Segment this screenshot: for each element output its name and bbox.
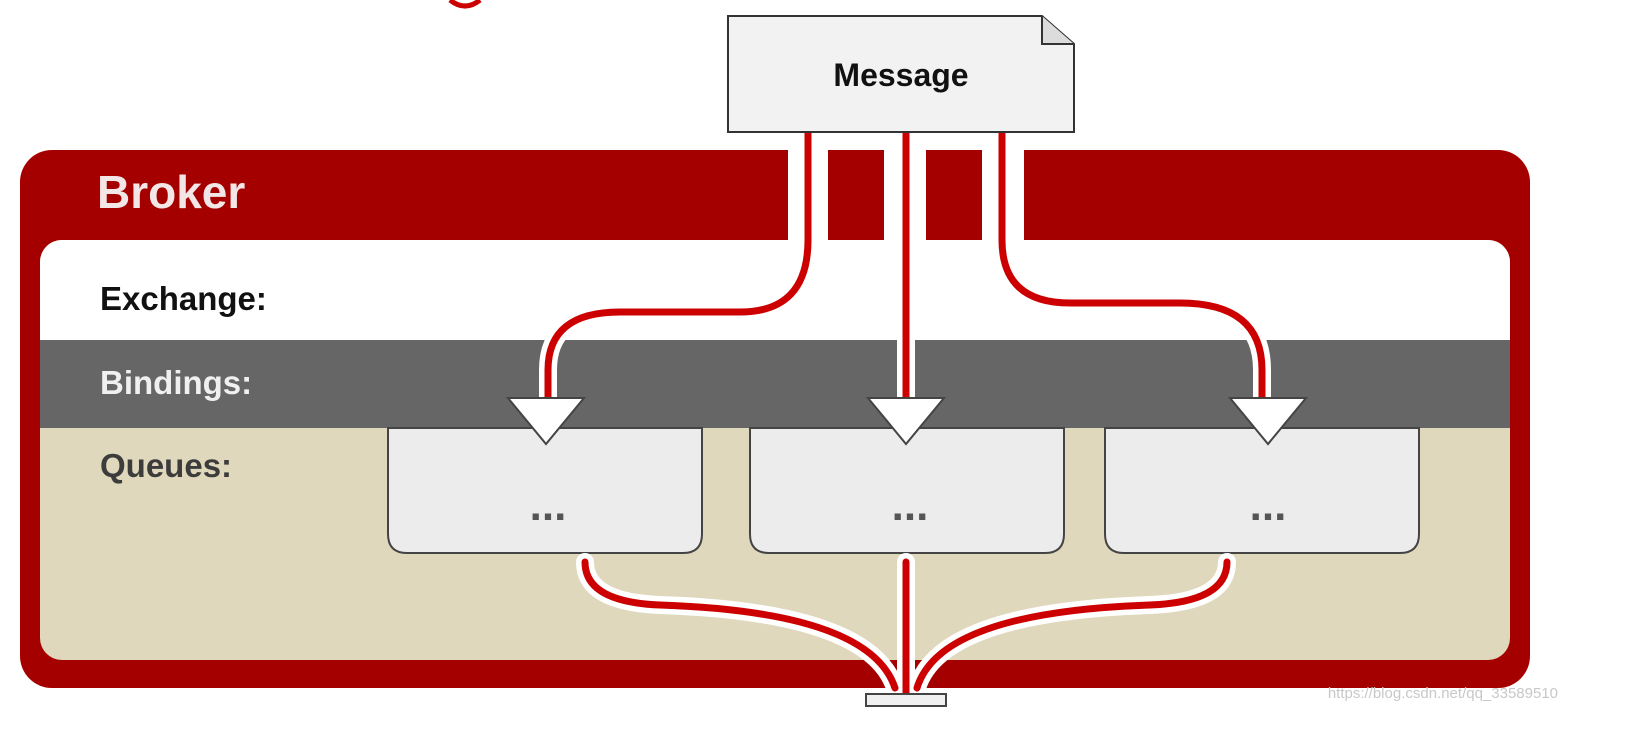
exchange-label: Exchange:: [100, 280, 267, 317]
consumer-lines: [576, 553, 1236, 709]
broker-title: Broker: [97, 166, 245, 218]
route-line-left: [544, 126, 812, 402]
queue-label: ...: [892, 481, 929, 530]
queues-label: Queues:: [100, 447, 232, 484]
binding-arrow-icon: [505, 397, 587, 446]
cropped-circle-fragment: [448, 0, 482, 9]
binding-arrow-icon: [1227, 397, 1309, 446]
queue-box[interactable]: ...: [749, 427, 1065, 554]
route-line-right: [998, 126, 1266, 402]
routing-lines: [539, 121, 1271, 407]
queue-list: ... ... ...: [387, 427, 1420, 554]
watermark-text: https://blog.csdn.net/qq_33589510: [1328, 685, 1558, 702]
bindings-label: Bindings:: [100, 364, 252, 401]
queue-box[interactable]: ...: [387, 427, 703, 554]
consumer-line-left: [581, 558, 899, 692]
queue-label: ...: [530, 481, 567, 530]
queue-label: ...: [1250, 481, 1287, 530]
consumer-line-right: [913, 558, 1231, 692]
consumer-box-partial: [865, 693, 947, 707]
binding-arrows: [505, 397, 1309, 446]
message-label: Message: [833, 57, 968, 93]
message-box[interactable]: Message: [727, 15, 1075, 133]
binding-arrow-icon: [865, 397, 947, 446]
queue-box[interactable]: ...: [1104, 427, 1420, 554]
